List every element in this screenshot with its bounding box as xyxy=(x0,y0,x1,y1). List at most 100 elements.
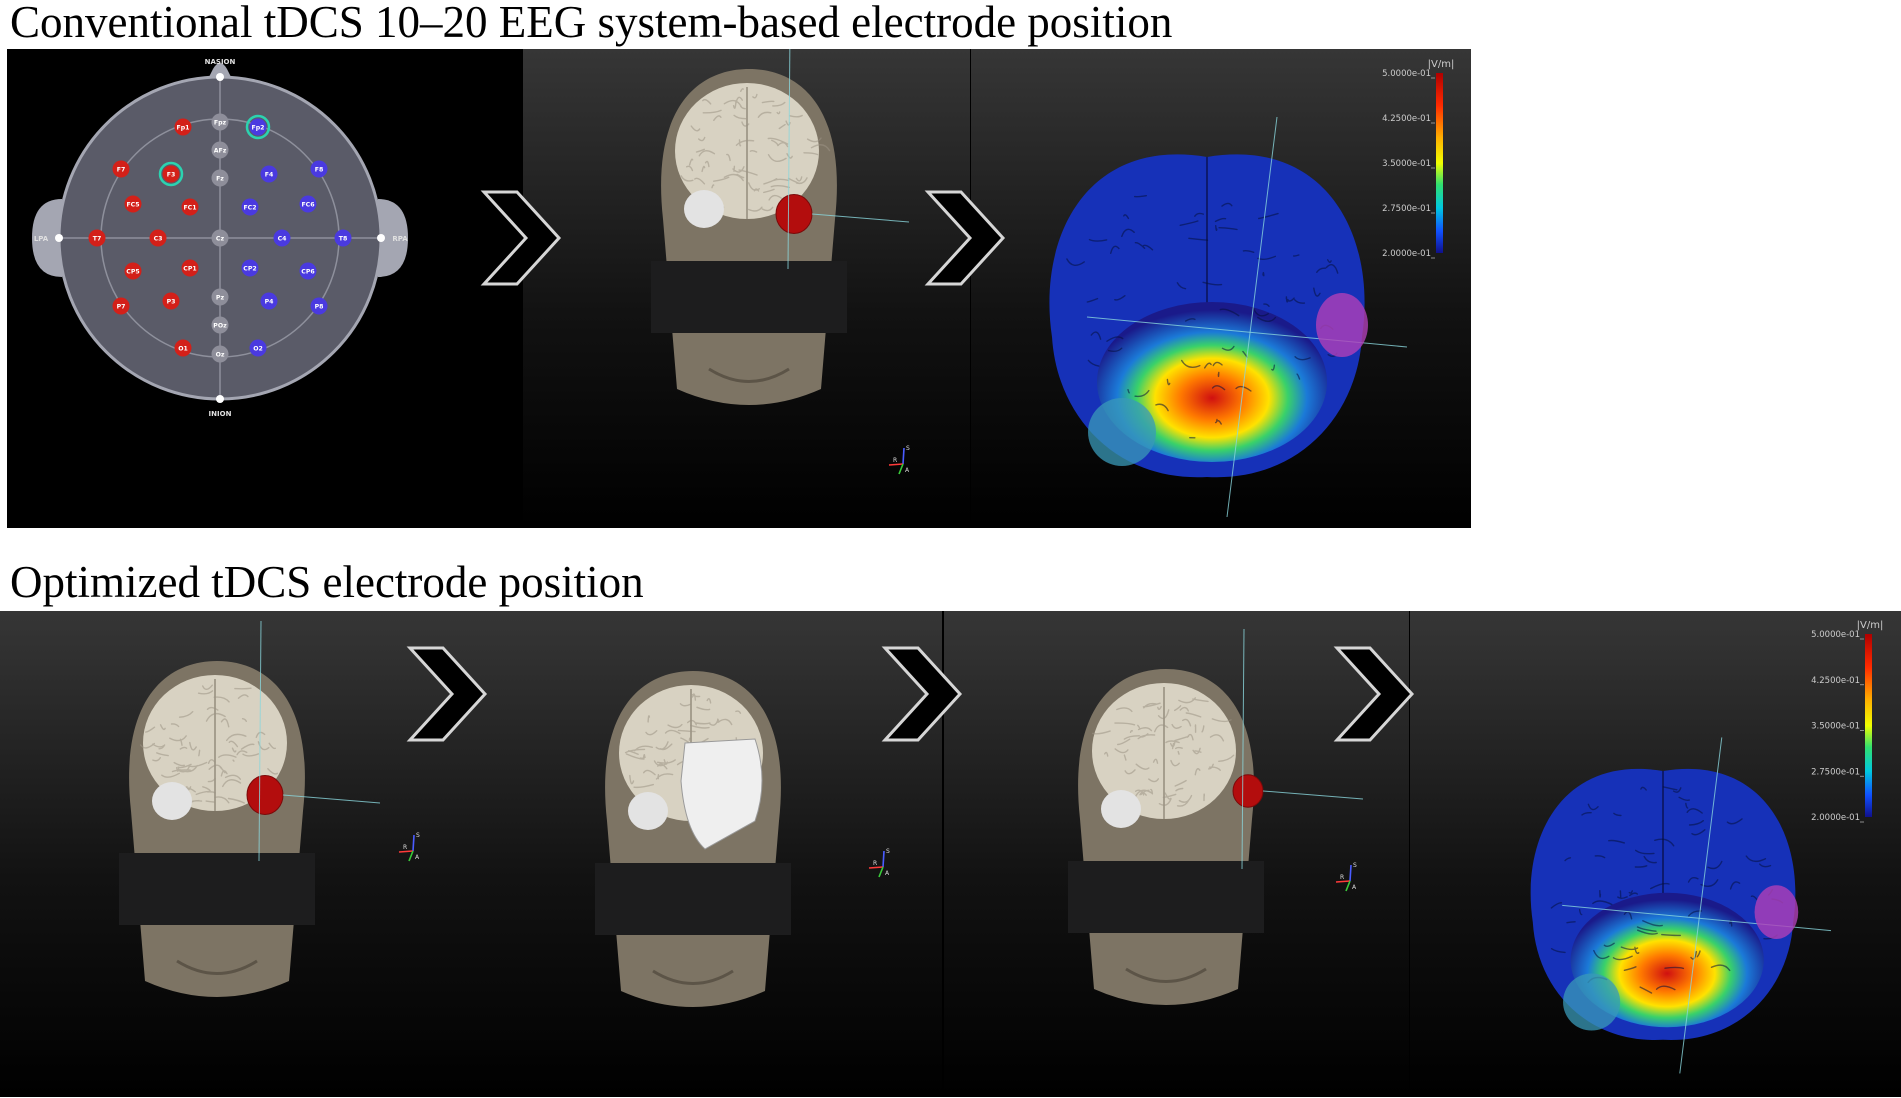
rpa-label: RPA xyxy=(392,235,408,243)
inion-label: INION xyxy=(209,410,232,418)
electrode-cz xyxy=(211,229,229,247)
electrode-label: F4 xyxy=(265,171,274,178)
section-title-conventional: Conventional tDCS 10–20 EEG system-based… xyxy=(10,0,1173,47)
face-mask-band xyxy=(651,261,847,333)
axis-a xyxy=(1345,880,1351,892)
crosshair-vertical xyxy=(258,620,262,862)
electrode-label: FC6 xyxy=(301,201,314,208)
efield-map-optimized xyxy=(1530,737,1832,1074)
landmark-dot xyxy=(216,73,224,81)
axis-s-label: S xyxy=(416,832,420,839)
colorbar-tick-label: 2.0000e-01 xyxy=(1811,813,1860,823)
efield-map-conventional xyxy=(1049,116,1408,518)
colorbar-tick-label: 2.7500e-01 xyxy=(1811,767,1860,777)
colorbar-tick-label: 2.7500e-01 xyxy=(1382,204,1431,214)
axis-a-label: A xyxy=(885,870,890,877)
axis-a-label: A xyxy=(905,467,910,474)
electrode-oz xyxy=(211,345,229,363)
chin-contour xyxy=(176,959,258,975)
electrode-fz xyxy=(211,169,229,187)
crosshair-vertical xyxy=(1241,628,1245,870)
anode-electrode xyxy=(1232,774,1264,808)
electrode-label: P7 xyxy=(117,303,126,310)
chin-contour xyxy=(652,969,734,985)
colorbar-tick-label: 4.2500e-01 xyxy=(1811,676,1860,686)
electrode-label: Fz xyxy=(216,175,224,182)
colorbar-optimized: |V/m|5.0000e-014.2500e-013.5000e-012.750… xyxy=(1811,620,1883,823)
head-model-conventional-electrodes: SRA xyxy=(119,620,420,997)
electrode-fc1 xyxy=(181,198,199,216)
electrode-label: FC2 xyxy=(243,204,256,211)
flow-arrow xyxy=(480,190,562,286)
axis-s xyxy=(1349,864,1352,882)
electrode-p3 xyxy=(162,292,180,310)
electrode-p4 xyxy=(260,292,278,310)
high-field-region xyxy=(1570,892,1764,1028)
electrode-label: T7 xyxy=(93,235,102,242)
electrode-label: O1 xyxy=(178,345,188,352)
colorbar-tick-label: 3.5000e-01 xyxy=(1811,722,1860,732)
colorbar-gradient xyxy=(1865,634,1872,817)
electrode-label: Pz xyxy=(216,294,225,301)
electrode-cp5 xyxy=(124,262,142,280)
colorbar-tick-label: 5.0000e-01 xyxy=(1382,69,1431,79)
electrode-p8 xyxy=(310,297,328,315)
axis-a xyxy=(408,850,414,862)
optimized-pipeline-figure: SRA SRA SRA |V/m|5.0000e-014.2500e-013.5… xyxy=(119,620,1883,1074)
electrode-t7 xyxy=(88,229,106,247)
electrode-label: CP1 xyxy=(183,265,196,272)
flow-arrow xyxy=(1333,646,1415,742)
electrode-label: Fp2 xyxy=(252,124,265,131)
electrode-label: F8 xyxy=(315,166,324,173)
electrode-p7 xyxy=(112,297,130,315)
electrode-poz xyxy=(211,316,229,334)
cathode-electrode xyxy=(1101,790,1141,828)
flow-arrow xyxy=(924,190,1006,286)
axis-a-label: A xyxy=(415,854,420,861)
electrode-label: Cz xyxy=(216,235,225,242)
electrode-fc6 xyxy=(299,195,317,213)
electrode-c4 xyxy=(273,229,291,247)
colorbar-tick-label: 2.0000e-01 xyxy=(1382,249,1431,259)
crosshair-horizontal xyxy=(1262,790,1364,800)
axis-r-label: R xyxy=(893,457,897,464)
electrode-fc2 xyxy=(241,198,259,216)
anode-electrode xyxy=(1754,885,1799,939)
electrode-label: F7 xyxy=(117,166,126,173)
colorbar-unit: |V/m| xyxy=(1428,59,1455,70)
crosshair-vertical xyxy=(787,49,791,270)
crosshair-horizontal xyxy=(282,794,381,804)
electrode-f7 xyxy=(112,160,130,178)
left-ear-tab xyxy=(32,199,62,277)
axis-r-label: R xyxy=(1340,874,1344,881)
colorbar-tick-label: 3.5000e-01 xyxy=(1382,159,1431,169)
anode-electrode xyxy=(246,775,284,815)
axis-s-label: S xyxy=(906,445,910,452)
electrode-label: AFz xyxy=(214,147,227,154)
electrode-label: C4 xyxy=(278,235,288,242)
cathode-electrode xyxy=(1563,973,1621,1031)
flow-arrow xyxy=(881,646,963,742)
colorbar-gradient xyxy=(1436,73,1443,253)
electrode-fp2 xyxy=(249,118,267,136)
axis-r xyxy=(888,463,904,466)
colorbar-tick-label: 5.0000e-01 xyxy=(1811,630,1860,640)
brain-gyri xyxy=(1091,697,1235,807)
brain-gyri xyxy=(139,684,278,808)
electrode-highlight-ring xyxy=(158,161,184,187)
electrode-fpz xyxy=(211,113,229,131)
face-mask-band xyxy=(595,863,791,935)
anode-electrode xyxy=(775,194,813,234)
axis-s-label: S xyxy=(1353,862,1357,869)
electrode-label: Oz xyxy=(216,351,225,358)
head-model-optimized-electrodes: SRA xyxy=(1068,628,1364,1005)
lpa-label: LPA xyxy=(34,235,49,243)
axis-s xyxy=(902,447,905,465)
cathode-electrode xyxy=(1088,398,1156,466)
brain-gyri xyxy=(1066,195,1339,439)
landmark-dot xyxy=(216,395,224,403)
